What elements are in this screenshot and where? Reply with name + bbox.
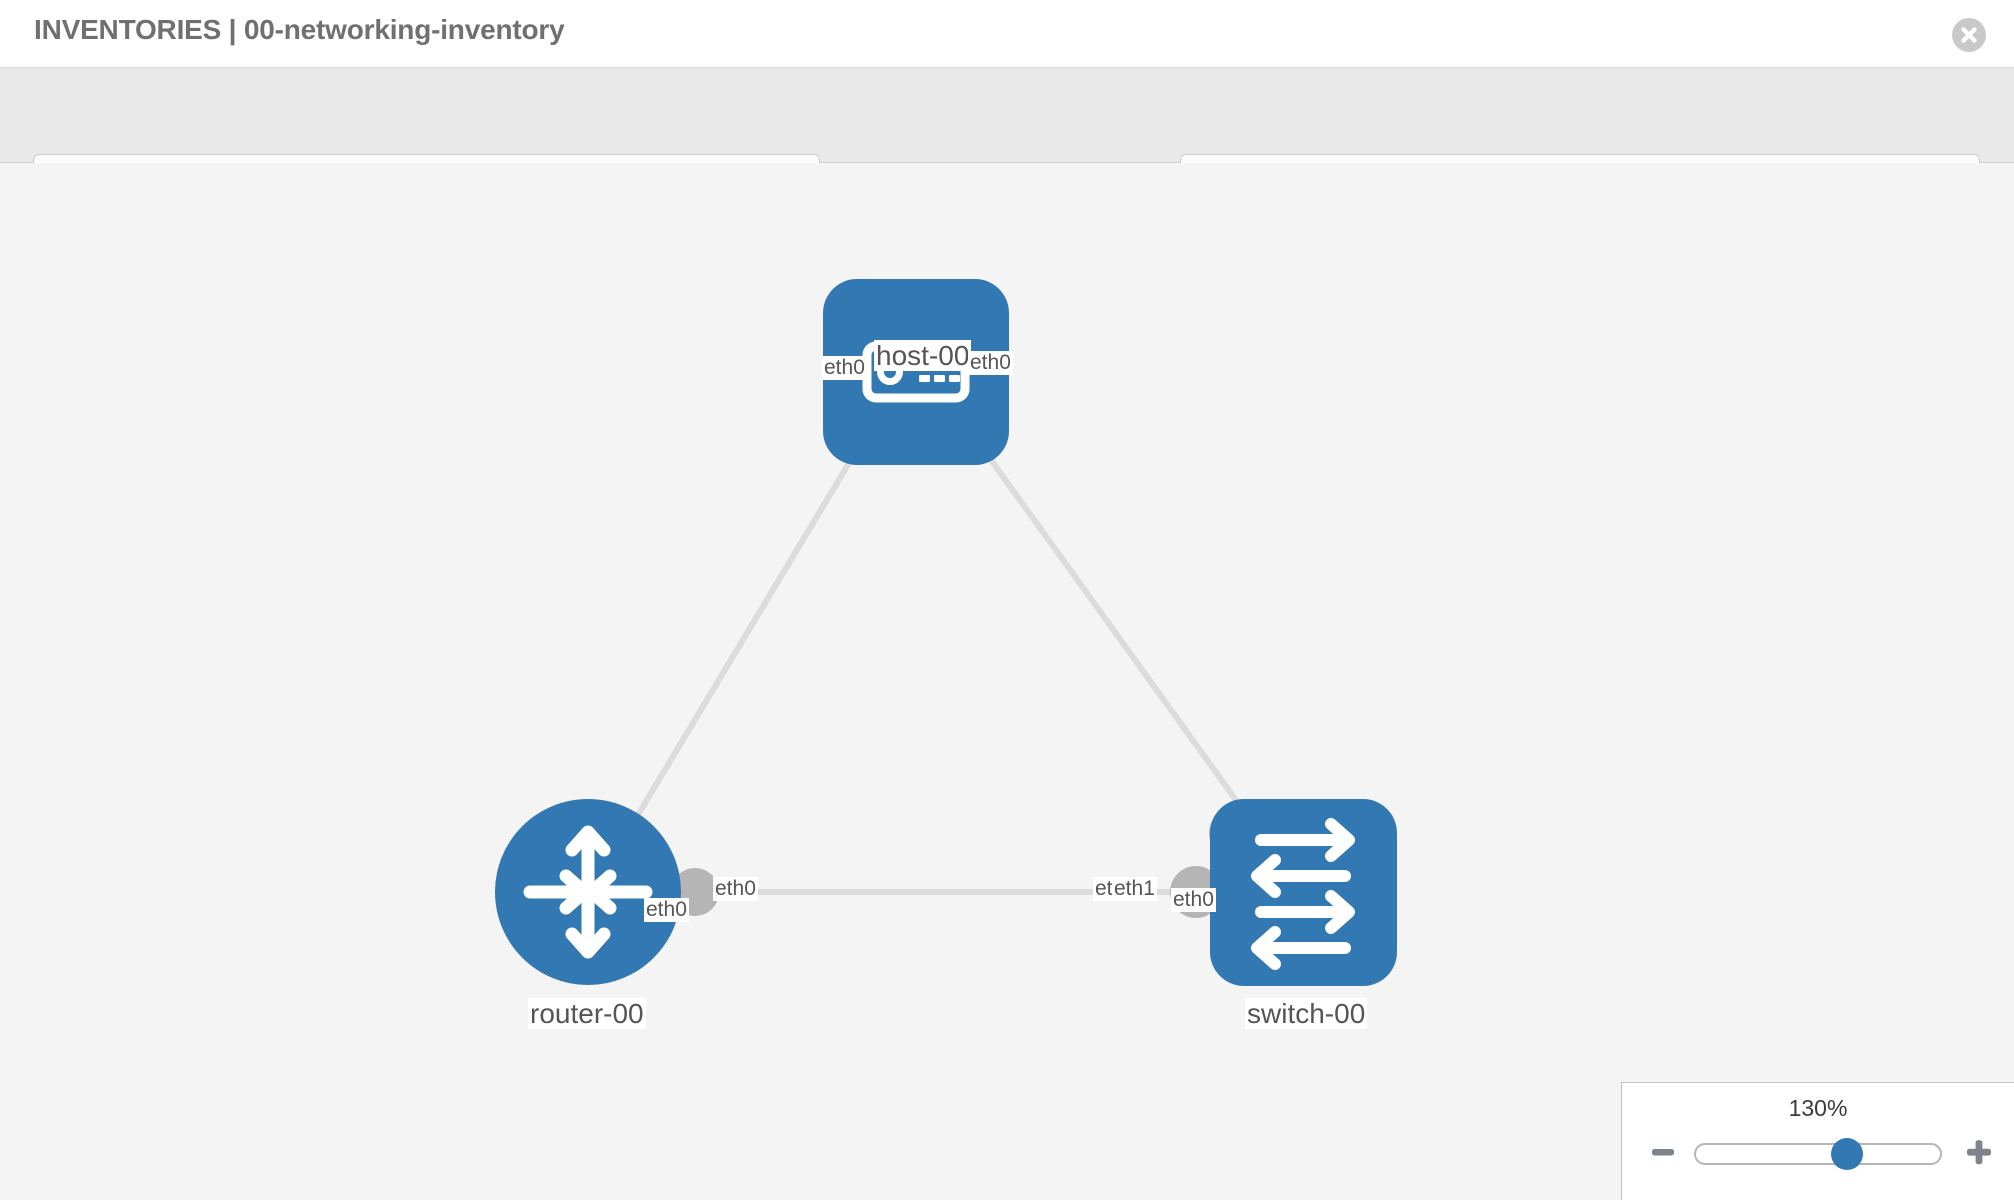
link-label-router-switch-router-end: eth0 [713,877,758,902]
zoom-slider-row [1622,1131,2014,1177]
topology-canvas[interactable]: host-00 router-00 switch-00 eth0 eth0 et… [0,163,2014,1200]
link-label-router-switch-switch-end: eth1 [1112,877,1157,902]
zoom-out-button[interactable] [1646,1135,1680,1169]
router-arrows-icon [523,825,653,959]
title-bar: INVENTORIES | 00-networking-inventory [0,0,2014,68]
node-router-00 [495,799,681,985]
topology-graph [495,279,1397,986]
link-label-host-switch-end: eth0 [968,351,1013,376]
node-label-router-00: router-00 [528,998,646,1030]
zoom-control-panel: 130% [1621,1082,2014,1200]
zoom-in-button[interactable] [1962,1135,1996,1169]
toolbar: ACTIONS SEARCH [0,68,2014,210]
node-label-host-00: host-00 [874,340,972,372]
node-switch-00 [1210,799,1397,986]
page-title: INVENTORIES | 00-networking-inventory [34,14,565,45]
link-host-switch [929,376,1295,880]
link-label-router-host-end: eth0 [644,898,689,923]
close-icon[interactable] [1952,18,1986,52]
node-label-switch-00: switch-00 [1245,998,1368,1030]
switch-arrows-icon [1251,818,1355,970]
link-label-switch-host-end: eth0 [1171,888,1216,913]
zoom-slider-track[interactable] [1694,1138,1942,1170]
zoom-slider-thumb[interactable] [1831,1138,1864,1170]
link-label-host-router-end: eth0 [822,356,867,381]
zoom-percent-label: 130% [1788,1095,1848,1121]
